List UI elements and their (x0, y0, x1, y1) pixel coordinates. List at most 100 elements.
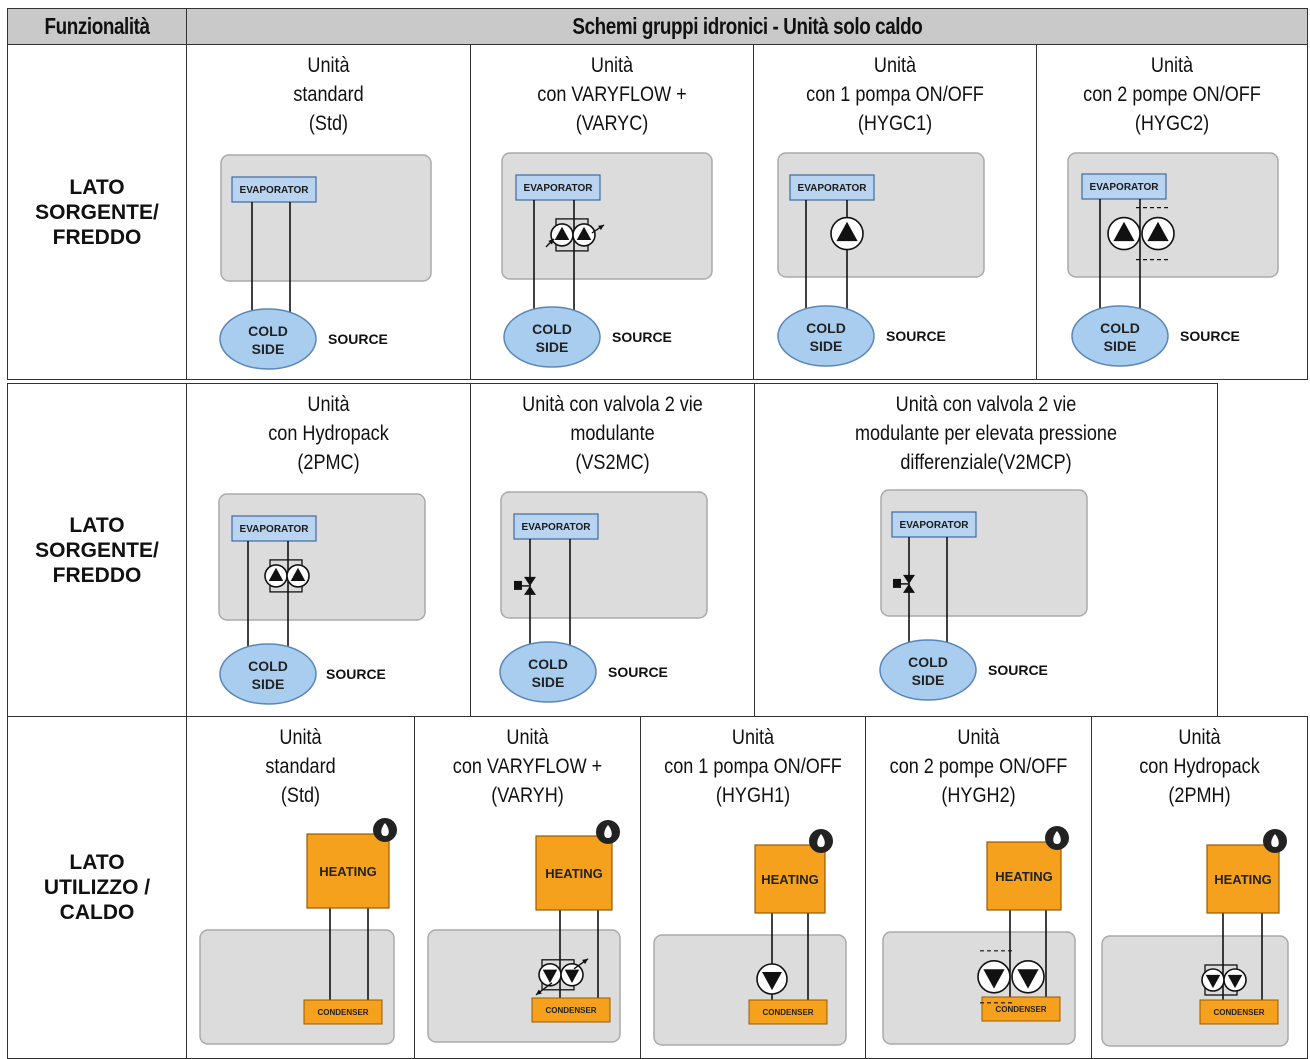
cold-side-label: COLD (806, 320, 846, 336)
cold-side-label: SIDE (536, 339, 569, 355)
pump-icon (1011, 959, 1045, 994)
pump-icon (538, 962, 562, 987)
cold-side-label: SIDE (252, 341, 285, 357)
evaporator-label: EVAPORATOR (524, 183, 594, 194)
variable-arrow-icon (535, 982, 553, 996)
condenser-box (303, 999, 383, 1025)
water-drop-icon (809, 829, 833, 853)
water-drop-icon (373, 818, 397, 842)
heating-label: HEATING (1214, 872, 1272, 887)
row-label-3: LATO UTILIZZO / CALDO (7, 716, 187, 1059)
cold-side-label: COLD (248, 323, 288, 339)
condenser-box (531, 997, 611, 1023)
condenser-box (1199, 999, 1279, 1025)
variable-arrow-icon (591, 224, 605, 234)
heating-box (306, 833, 390, 909)
cold-side-label: SIDE (912, 672, 945, 688)
condenser-label: CONDENSER (1213, 1008, 1264, 1017)
row-label-2: LATO SORGENTE/ FREDDO (7, 383, 187, 717)
row-label-line: CALDO (59, 901, 135, 924)
pump-icon (1223, 968, 1247, 992)
heating-box (754, 844, 826, 914)
cold-side-label: SIDE (810, 338, 843, 354)
cold-side-label: COLD (1100, 320, 1140, 336)
condenser-label: CONDENSER (545, 1006, 596, 1015)
row-label-line: FREDDO (52, 563, 142, 587)
cold-side-ellipse (499, 641, 597, 703)
cold-side-ellipse (219, 308, 317, 370)
cold-side-ellipse (219, 643, 317, 705)
row-label-line: FREDDO (52, 225, 142, 249)
cold-side-label: COLD (532, 321, 572, 337)
row-label-line: LATO (69, 513, 125, 537)
heating-label: HEATING (319, 864, 377, 879)
water-drop-icon (1045, 826, 1069, 850)
unit-box (777, 152, 985, 278)
pump-icon (1201, 968, 1225, 992)
evaporator-label: EVAPORATOR (900, 520, 970, 531)
pump-icon (550, 223, 574, 247)
row-label-line: SORGENTE/ (35, 200, 159, 224)
header-schemi-text: Schemi gruppi idronici - Unità solo cald… (572, 13, 922, 39)
evaporator-label: EVAPORATOR (798, 183, 868, 194)
unit-box (653, 934, 847, 1046)
variable-arrow-icon (545, 238, 555, 248)
source-label: SOURCE (886, 328, 946, 344)
condenser-box (981, 996, 1061, 1022)
heating-box (535, 835, 613, 911)
pump-icon (830, 216, 864, 251)
evaporator-box (231, 176, 317, 203)
cold-side-label: SIDE (532, 674, 565, 690)
source-label: SOURCE (328, 331, 388, 347)
pump-icon (977, 959, 1011, 994)
pump-icon (1141, 216, 1175, 251)
heating-label: HEATING (761, 872, 819, 887)
source-label: SOURCE (612, 329, 672, 345)
evaporator-box (1081, 173, 1167, 200)
pump-icon (756, 963, 788, 995)
pump-bypass-dashed (1136, 207, 1168, 261)
heating-box (1206, 844, 1280, 914)
cold-side-label: SIDE (252, 676, 285, 692)
heating-label: HEATING (545, 866, 603, 881)
evaporator-label: EVAPORATOR (240, 185, 310, 196)
cold-side-ellipse (1071, 305, 1169, 367)
heating-label: HEATING (995, 869, 1053, 884)
header-funzionalita: Funzionalità (7, 8, 187, 45)
source-label: SOURCE (988, 662, 1048, 678)
row-label-1: LATO SORGENTE/ FREDDO (7, 44, 187, 380)
pump-icon (560, 962, 584, 987)
unit-box (1101, 935, 1289, 1047)
unit-box (199, 929, 395, 1045)
two-way-valve-icon (893, 574, 915, 593)
cold-side-ellipse (503, 306, 601, 368)
evaporator-box (231, 515, 317, 542)
row-label-line: UTILIZZO / (43, 876, 151, 899)
cold-side-label: COLD (248, 658, 288, 674)
source-label: SOURCE (326, 666, 386, 682)
condenser-label: CONDENSER (317, 1008, 368, 1017)
cold-side-ellipse (777, 305, 875, 367)
heating-box (986, 841, 1062, 911)
condenser-label: CONDENSER (762, 1008, 813, 1017)
cold-side-label: SIDE (1104, 338, 1137, 354)
unit-box (880, 489, 1088, 617)
pump-icon (286, 564, 310, 588)
cold-side-label: COLD (528, 656, 568, 672)
cold-side-label: COLD (908, 654, 948, 670)
pump-bypass-dashed (980, 950, 1014, 1004)
evaporator-box (515, 174, 601, 201)
row-label-line: LATO (69, 851, 125, 874)
cold-side-ellipse (879, 639, 977, 701)
